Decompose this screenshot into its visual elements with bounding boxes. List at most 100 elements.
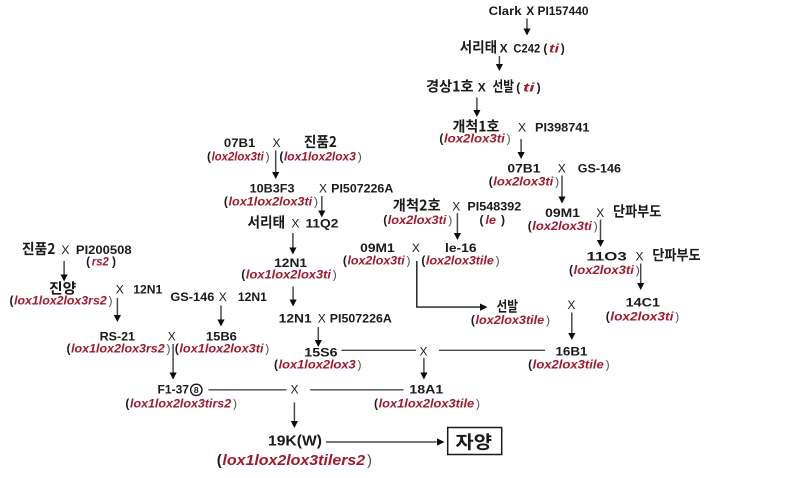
svg-text:PI157440: PI157440 [538,4,589,18]
svg-text:lox1lox2lox3rs2: lox1lox2lox3rs2 [14,293,107,307]
svg-text:lox2lox3tile: lox2lox3tile [426,254,494,268]
svg-text:X: X [518,121,526,135]
svg-text:12N1: 12N1 [279,312,312,326]
svg-text:11O3: 11O3 [587,250,628,264]
svg-text:lox2lox3ti: lox2lox3ti [493,174,554,188]
svg-text:X: X [596,206,604,220]
svg-text:12N1: 12N1 [238,290,267,304]
svg-text:07B1: 07B1 [507,162,540,176]
svg-text:15S6: 15S6 [304,346,338,360]
svg-text:PI200508: PI200508 [76,243,132,257]
svg-text:Clark: Clark [489,4,522,18]
svg-text:): ) [109,293,113,307]
svg-text:(: ( [471,313,475,327]
svg-text:C242: C242 [513,41,540,55]
svg-text:X: X [526,4,534,18]
svg-text:16B1: 16B1 [556,345,588,359]
svg-text:(: ( [569,263,573,277]
svg-text:X: X [291,383,299,397]
svg-text:): ) [266,149,270,163]
svg-text:): ) [233,397,237,411]
svg-text:): ) [358,149,362,163]
svg-text:lox1lox2lox3ti: lox1lox2lox3ti [246,267,332,281]
svg-text:8: 8 [194,385,199,395]
svg-text:(: ( [175,342,179,356]
svg-text:): ) [507,131,511,145]
svg-text:GS-146: GS-146 [578,162,621,176]
svg-text:(: ( [543,41,547,55]
svg-text:(: ( [274,358,278,372]
svg-text:(: ( [489,174,493,188]
svg-text:19K(W): 19K(W) [268,432,322,449]
svg-text:lox1lox2lox3: lox1lox2lox3 [284,149,356,163]
svg-text:PI507226A: PI507226A [330,312,392,326]
svg-text:(: ( [241,267,245,281]
svg-text:X: X [273,136,281,150]
svg-text:): ) [496,254,500,268]
svg-text:F1-37: F1-37 [158,383,190,397]
svg-text:): ) [476,397,480,411]
svg-text:lox1lox2lox3rs2: lox1lox2lox3rs2 [71,342,165,356]
svg-text:): ) [606,358,610,372]
svg-text:lox1lox2lox3tile: lox1lox2lox3tile [379,397,475,411]
svg-text:lox1lox2lox3: lox1lox2lox3 [279,358,356,372]
svg-text:lox2lox3ti: lox2lox3ti [388,213,447,227]
svg-text:RS-21: RS-21 [100,330,136,344]
svg-text:(: ( [528,358,532,372]
svg-text:X: X [412,241,420,255]
svg-text:lox2lox3ti: lox2lox3ti [574,263,635,277]
svg-text:lox2lox3tile: lox2lox3tile [475,313,544,327]
svg-text:lox2lox3ti: lox2lox3ti [444,131,506,145]
svg-text:lox1lox2lox3ti: lox1lox2lox3ti [228,194,312,208]
svg-text:lox2lox3ti: lox2lox3ti [347,254,405,268]
svg-text:12N1: 12N1 [133,283,162,297]
svg-text:07B1: 07B1 [224,136,256,150]
svg-text:): ) [314,194,318,208]
svg-text:X: X [116,283,124,297]
svg-text:(: ( [606,309,610,323]
svg-text:X: X [291,217,299,231]
svg-text:GS-146: GS-146 [170,290,214,304]
svg-text:(: ( [439,131,443,145]
svg-text:ti: ti [549,41,560,55]
svg-text:lox2lox3ti: lox2lox3ti [532,219,592,233]
svg-text:PI398741: PI398741 [535,121,590,135]
svg-text:): ) [675,309,679,323]
svg-text:(: ( [279,149,283,163]
svg-text:(: ( [516,81,520,95]
svg-text:): ) [594,219,598,233]
svg-text:14C1: 14C1 [626,296,661,310]
svg-text:09M1: 09M1 [360,241,395,255]
svg-text:X: X [478,81,486,95]
svg-text:12N1: 12N1 [274,256,307,270]
svg-text:X: X [567,298,575,312]
svg-text:11Q2: 11Q2 [306,217,339,231]
svg-text:PI507226A: PI507226A [331,182,393,196]
svg-text:(: ( [528,219,532,233]
svg-text:(: ( [217,452,222,469]
svg-text:X: X [558,162,566,176]
svg-text:18A1: 18A1 [409,383,443,397]
svg-text:(: ( [421,254,425,268]
svg-text:rs2: rs2 [92,254,109,268]
svg-text:X: X [500,41,508,55]
svg-text:10B3F3: 10B3F3 [250,182,295,196]
svg-text:): ) [448,213,452,227]
svg-text:lox1lox2lox3ti: lox1lox2lox3ti [179,342,264,356]
svg-text:lox1lox2lox3tirs2: lox1lox2lox3tirs2 [130,397,232,411]
svg-text:(: ( [480,213,484,227]
svg-text:): ) [561,41,565,55]
svg-text:X: X [420,345,428,359]
svg-text:15B6: 15B6 [206,330,237,344]
svg-text:(: ( [383,213,387,227]
svg-text:X: X [318,312,326,326]
svg-text:X: X [452,200,460,214]
svg-text:): ) [112,254,116,268]
svg-text:): ) [546,313,550,327]
svg-text:): ) [537,81,541,95]
svg-text:X: X [219,290,227,304]
svg-text:(: ( [67,342,71,356]
svg-text:): ) [501,213,505,227]
svg-text:(: ( [343,254,347,268]
svg-text:): ) [167,342,171,356]
